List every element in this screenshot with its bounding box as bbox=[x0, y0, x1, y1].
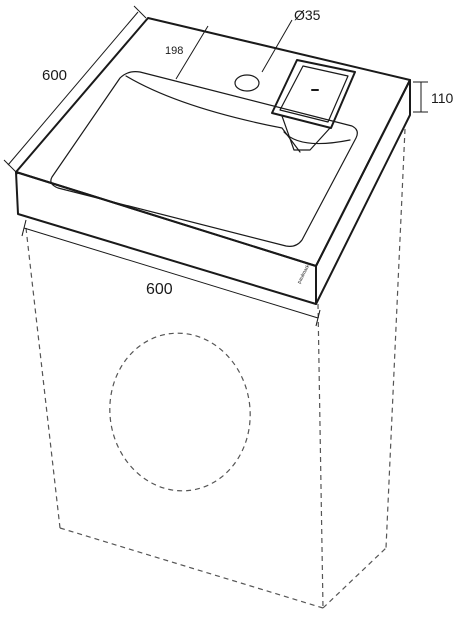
washing-machine-outline bbox=[25, 128, 406, 609]
dimension-height: 110 bbox=[413, 81, 454, 113]
dim-offset-label: 198 bbox=[165, 45, 183, 57]
cabinet-back-bottom bbox=[322, 547, 387, 609]
overflow-tray bbox=[271, 59, 356, 151]
cabinet-back-edge bbox=[385, 128, 406, 549]
dim-height-label: 110 bbox=[431, 90, 454, 106]
dim-hole-leader bbox=[261, 19, 293, 73]
tray-inner bbox=[279, 65, 349, 123]
dimension-tap-hole: Ø35 bbox=[261, 7, 321, 73]
cabinet-right-edge bbox=[317, 303, 324, 609]
dim-width-label: 600 bbox=[146, 281, 173, 298]
sink-basin-slope bbox=[125, 75, 301, 153]
dim-depth-ext-b bbox=[133, 5, 147, 19]
cabinet-bottom-edge bbox=[59, 527, 324, 609]
dim-hole-label: Ø35 bbox=[294, 7, 321, 23]
dim-offset-line bbox=[175, 25, 209, 80]
sink-body: paulmark bbox=[15, 17, 411, 305]
tap-hole-icon bbox=[234, 74, 260, 92]
dimension-width: 600 bbox=[21, 219, 321, 327]
sink-top-surface bbox=[15, 17, 411, 267]
cabinet-left-edge bbox=[25, 227, 61, 529]
sink-right-face bbox=[315, 79, 411, 305]
dim-width-ext-a bbox=[21, 219, 27, 237]
dim-depth-ext-a bbox=[3, 159, 19, 175]
dim-width-ext-b bbox=[315, 309, 321, 327]
dim-depth-line bbox=[7, 11, 139, 166]
tray-stem bbox=[281, 115, 331, 151]
dimension-tap-offset: 198 bbox=[165, 25, 209, 80]
sink-basin-rim bbox=[50, 71, 358, 247]
tray-outer bbox=[271, 59, 356, 129]
brand-logo: paulmark bbox=[296, 263, 311, 284]
sink-basin-inner bbox=[283, 131, 351, 145]
dim-width-line bbox=[23, 227, 319, 319]
dimension-depth: 600 bbox=[3, 5, 147, 175]
dim-depth-label: 600 bbox=[42, 67, 67, 84]
machine-door-icon bbox=[109, 332, 251, 492]
